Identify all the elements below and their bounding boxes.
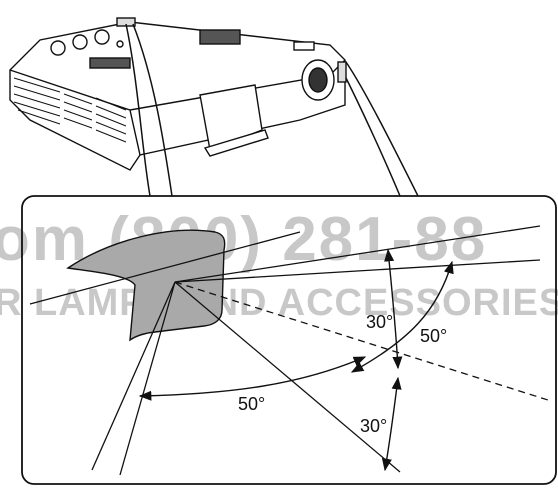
angle-label-upper-horizontal: 50°: [420, 326, 447, 346]
angle-label-lower-vertical: 30°: [360, 416, 387, 436]
angle-label-upper-vertical: 30°: [366, 312, 393, 332]
remote-sensor-window: [66, 229, 226, 342]
zoom-connector: [125, 23, 419, 197]
zoom-frame: [21, 195, 557, 485]
projector-illustration: [9, 17, 347, 171]
angle-arcs: [138, 248, 454, 472]
angle-label-lower-horizontal: 50°: [238, 394, 265, 414]
